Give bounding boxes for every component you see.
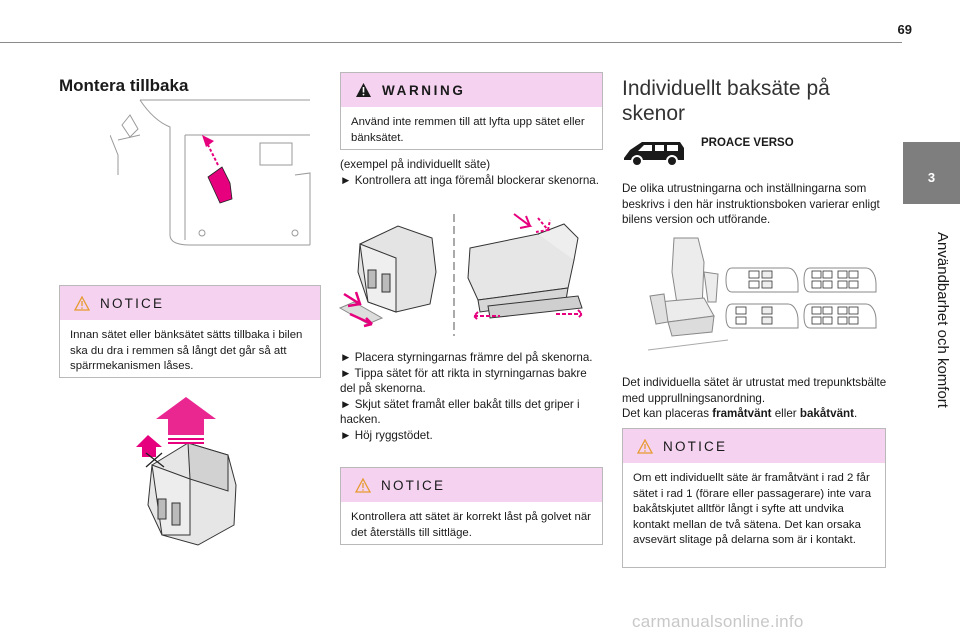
step-item: ► Placera styrningarnas främre del på sk…	[340, 351, 593, 364]
seat-remount-illustration	[110, 99, 311, 246]
step-item: ► Skjut sätet framåt eller bakåt tills d…	[340, 397, 580, 427]
step-item: ► Höj ryggstödet.	[340, 428, 433, 442]
section-heading: Montera tillbaka	[59, 76, 189, 95]
seat-lift-illustration	[136, 397, 237, 546]
notice-label: NOTICE	[381, 477, 446, 493]
seat-rails-illustration	[338, 213, 584, 336]
notice-box-2: NOTICE Kontrollera att sätet är korrekt …	[340, 467, 603, 545]
notice-header: NOTICE	[341, 468, 602, 502]
intro-text: (exempel på individuellt säte) ► Kontrol…	[340, 157, 602, 188]
notice-header: NOTICE	[60, 286, 320, 320]
orientation-backward: bakåtvänt	[799, 407, 854, 420]
seat-orientation-line: Det kan placeras framåtvänt eller bakåtv…	[622, 406, 892, 422]
chapter-number: 3	[927, 170, 936, 185]
section-title-line: skenor	[622, 102, 686, 125]
step-item: ► Tippa sätet för att rikta in styrninga…	[340, 366, 587, 396]
van-icon	[624, 142, 684, 167]
warning-header: WARNING	[341, 73, 602, 107]
notice-label: NOTICE	[663, 438, 728, 454]
orientation-forward: framåtvänt	[712, 407, 772, 420]
chapter-title: Användbarhet och komfort	[934, 232, 951, 408]
notice-text: Om ett individuellt säte är framåtvänt i…	[633, 472, 872, 546]
notice-header: NOTICE	[623, 429, 885, 463]
orientation-prefix: Det kan placeras	[622, 407, 713, 420]
warning-box: WARNING Använd inte remmen till att lyft…	[340, 72, 603, 150]
warning-text: Använd inte remmen till att lyfta upp sä…	[351, 116, 585, 144]
warning-triangle-icon	[356, 83, 371, 97]
page-number: 69	[897, 22, 912, 37]
warning-triangle-icon	[74, 295, 90, 311]
seat-description: Det individuella sätet är utrustat med t…	[622, 375, 892, 422]
watermark: carmanualsonline.info	[632, 612, 804, 631]
intro-line: (exempel på individuellt säte)	[340, 158, 491, 171]
notice-box-3: NOTICE Om ett individuellt säte är framå…	[622, 428, 886, 568]
orientation-end: .	[854, 407, 858, 420]
seat-description-line: Det individuella sätet är utrustat med t…	[622, 376, 887, 405]
warning-triangle-icon	[355, 477, 371, 493]
individual-seat-configuration-illustration	[647, 237, 877, 351]
notice-box-1: NOTICE Innan sätet eller bänksätet sätts…	[59, 285, 321, 378]
section-title-line: Individuellt baksäte på	[622, 77, 830, 100]
warning-triangle-icon	[637, 438, 653, 454]
intro-paragraph: De olika utrustningarna och inställninga…	[622, 182, 880, 226]
warning-label: WARNING	[382, 82, 466, 98]
notice-text: Innan sätet eller bänksätet sätts tillba…	[70, 329, 303, 372]
section-title: Individuellt baksäte på skenor	[622, 76, 892, 126]
notice-text: Kontrollera att sätet är korrekt låst på…	[351, 511, 591, 539]
header-divider	[0, 42, 902, 43]
steps-list: ► Placera styrningarnas främre del på sk…	[340, 350, 604, 443]
intro-line: ► Kontrollera att inga föremål blockerar…	[340, 173, 599, 187]
chapter-tab[interactable]	[903, 142, 960, 204]
orientation-or: eller	[771, 407, 800, 420]
notice-label: NOTICE	[100, 295, 165, 311]
model-name: PROACE VERSO	[701, 137, 794, 149]
